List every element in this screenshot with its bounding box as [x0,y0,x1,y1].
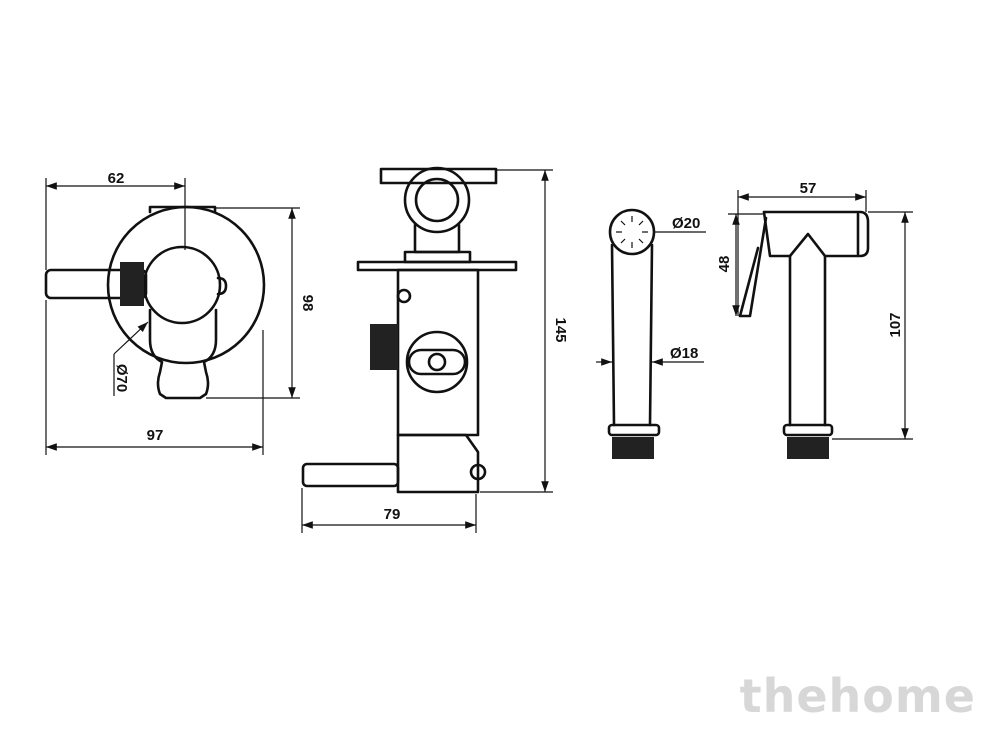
dim-front-width-top: 62 [108,170,125,187]
sprayer-handle [788,254,827,427]
dim-hose-diameter: Ø18 [670,345,698,362]
hose-thread [612,437,654,459]
side-spout [396,433,480,494]
dim-sprayer-lever-height: 48 [716,256,733,273]
front-knurled-ring [120,262,144,306]
watermark-logo: thehome [740,669,976,723]
sprayer-view: 57 48 107 [716,180,913,459]
dim-side-width: 79 [384,506,401,523]
dim-sprayer-width: 57 [800,180,817,197]
side-outlet-inner [414,177,460,223]
side-lever [301,462,400,488]
front-handle-hub [142,245,222,325]
dim-front-diameter: Ø70 [113,364,130,392]
hose-body [610,243,654,427]
side-top-flange [379,167,498,185]
side-screw [396,288,412,304]
sprayer-lever [738,216,768,318]
dim-sprayer-height: 107 [887,312,904,337]
sprayer-head-back [762,210,792,258]
sprayer-collar [782,423,834,437]
front-lever [44,268,148,300]
dim-front-width-bottom: 97 [147,427,164,444]
side-cartridge-slot [407,348,467,376]
front-view: 62 98 Ø70 97 [44,170,316,455]
dim-front-height: 98 [299,295,316,312]
front-side-nub [216,276,228,296]
side-outlet-outer [403,166,471,234]
front-spout-block [148,308,218,400]
front-top-tab [148,205,217,214]
dim-side-height: 145 [552,317,569,342]
sprayer-head-top [762,210,870,258]
side-spout-tip [469,463,487,481]
side-cartridge-center [427,352,447,372]
head-nozzle-holes [616,216,648,248]
side-knurled-ring [370,324,398,370]
sprayer-thread [787,437,829,459]
sprayer-trigger-notch [788,232,827,258]
dim-head-diameter: Ø20 [672,215,700,232]
side-view: 145 79 [301,166,569,533]
side-collar [403,250,472,264]
hose-collar [607,423,661,437]
hose-view: Ø20 Ø18 [596,208,706,459]
side-cartridge-outer [405,330,469,394]
